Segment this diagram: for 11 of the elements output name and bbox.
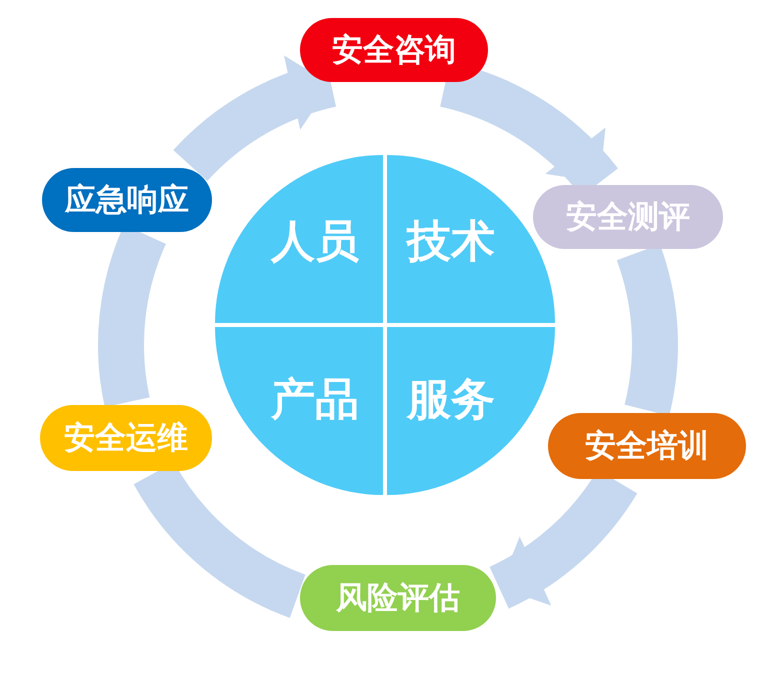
service-pill: 安全咨询 bbox=[300, 18, 488, 82]
quadrant-segment: 服务 bbox=[387, 327, 555, 495]
quadrant-segment: 人员 bbox=[215, 155, 383, 323]
quadrant-segment: 产品 bbox=[215, 327, 383, 495]
service-pill: 应急响应 bbox=[42, 168, 212, 232]
service-pill: 风险评估 bbox=[300, 565, 496, 631]
service-pill: 安全运维 bbox=[40, 405, 212, 471]
quadrant-segment: 技术 bbox=[387, 155, 555, 323]
service-pill: 安全培训 bbox=[548, 413, 746, 479]
ring-arrow bbox=[174, 58, 338, 182]
service-pill: 安全测评 bbox=[533, 185, 723, 249]
